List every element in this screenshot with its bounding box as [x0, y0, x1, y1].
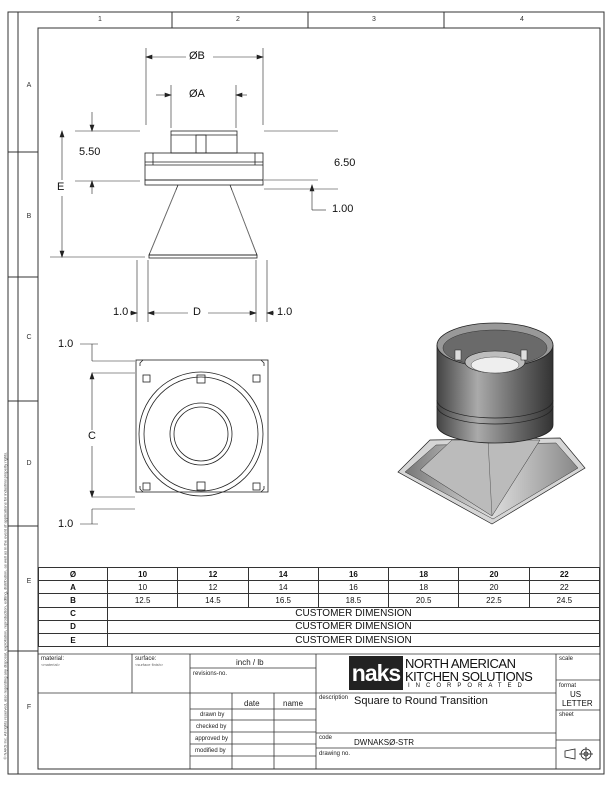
drawn-by-label: drawn by [200, 712, 225, 718]
format-value-us: US [570, 690, 582, 699]
code-label: code [319, 735, 333, 741]
dim-d: D [193, 306, 201, 318]
zone-col-1: 1 [98, 16, 102, 23]
dim-phi-b: ØB [189, 50, 205, 62]
material-label: material: [41, 656, 65, 662]
naks-logo: naks [349, 656, 403, 690]
table-row: E CUSTOMER DIMENSION [38, 632, 600, 648]
dimension-table: Ø 10 12 14 16 18 20 22 A 10 12 14 16 18 … [38, 566, 601, 648]
company-name-line-1: NORTH AMERICAN [405, 656, 516, 671]
dim-6-50: 6.50 [334, 157, 356, 169]
isometric-view [397, 322, 586, 525]
zone-row-c: C [26, 334, 32, 341]
zone-row-e: E [26, 578, 32, 585]
dim-right-1-0: 1.0 [277, 306, 293, 318]
table-row: B 12.5 14.5 16.5 18.5 20.5 22.5 24.5 [38, 593, 601, 608]
checked-by-label: checked by [196, 724, 227, 730]
dim-top-1-0: 1.0 [58, 338, 74, 350]
dim-e: E [57, 181, 65, 193]
description-label: description [319, 695, 349, 701]
plan-view [80, 343, 269, 525]
customer-dimension-cell: CUSTOMER DIMENSION [107, 632, 600, 648]
zone-col-3: 3 [372, 16, 376, 23]
dim-1-00: 1.00 [332, 203, 354, 215]
company-name-line-2: KITCHEN SOLUTIONS [405, 669, 533, 684]
zone-row-a: A [26, 82, 32, 89]
surface-label: surface: [135, 656, 157, 662]
material-value: <material> [41, 662, 60, 667]
zone-col-4: 4 [520, 16, 524, 23]
dim-5-50: 5.50 [79, 146, 101, 158]
company-name-line-3: INCORPORATED [408, 683, 528, 689]
format-value-letter: LETTER [562, 699, 593, 708]
zone-col-2: 2 [236, 16, 240, 23]
zone-row-d: D [26, 460, 32, 467]
approved-by-label: approved by [195, 736, 229, 742]
dim-phi-a: ØA [189, 88, 205, 100]
zone-row-f: F [26, 704, 32, 711]
revisions-label: revisions-no. [193, 671, 228, 677]
sheet-label: sheet [559, 712, 574, 718]
modified-by-label: modified by [195, 748, 226, 754]
zone-row-b: B [26, 213, 32, 220]
units: inch / lb [236, 658, 264, 667]
name-header: name [283, 699, 304, 708]
dim-left-1-0: 1.0 [113, 306, 129, 318]
front-view [50, 48, 338, 322]
table-row: D CUSTOMER DIMENSION [38, 619, 600, 634]
drawing-no-label: drawing no. [319, 751, 351, 757]
projection-symbol-icon [564, 747, 593, 761]
scale-label: scale [559, 656, 574, 662]
dim-c: C [88, 430, 96, 442]
format-label: format [559, 683, 577, 689]
surface-value: <surface finish> [135, 662, 164, 667]
code-value: DWNAKSØ-STR [354, 738, 414, 747]
dim-bot-1-0: 1.0 [58, 518, 74, 530]
description-value: Square to Round Transition [354, 695, 488, 707]
date-header: date [244, 699, 260, 708]
